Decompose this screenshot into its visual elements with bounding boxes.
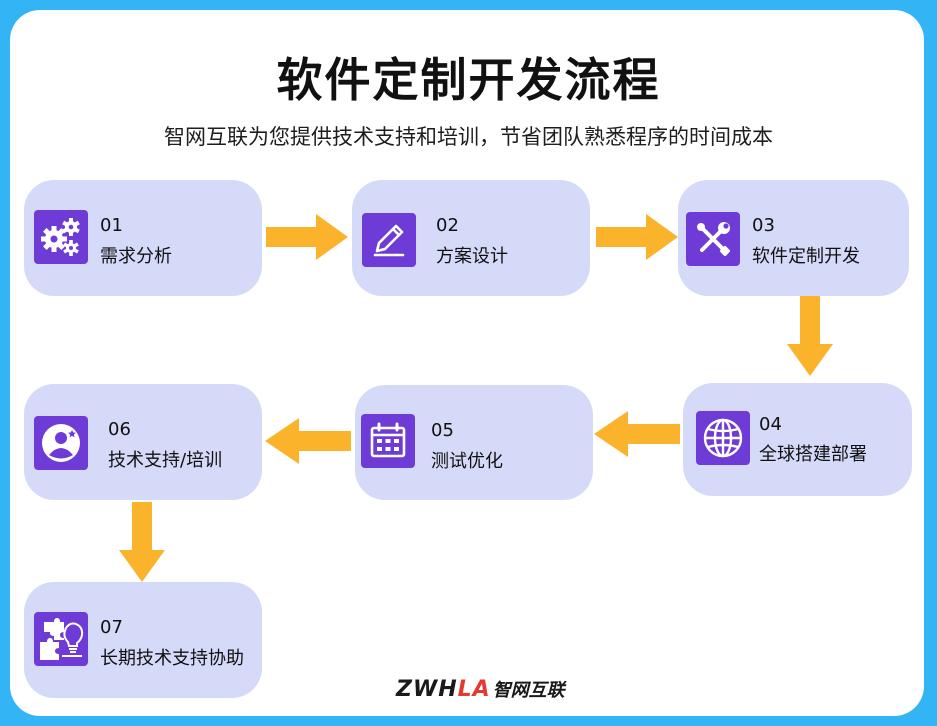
globe-icon — [696, 411, 750, 465]
step-07: 07 长期技术支持协助 — [24, 582, 262, 698]
step-01: 01 需求分析 — [24, 180, 262, 296]
arrow-left-04-05 — [594, 411, 680, 457]
logo-mark: ZWHLA — [396, 676, 491, 702]
logo-text: 智网互联 — [492, 680, 565, 701]
step-number: 05 — [431, 420, 454, 441]
step-number: 04 — [759, 414, 782, 435]
pencil-icon — [362, 213, 416, 267]
step-03: 03 软件定制开发 — [678, 180, 909, 296]
step-04: 04 全球搭建部署 — [683, 383, 912, 496]
step-label: 技术支持/培训 — [108, 450, 223, 471]
step-label: 需求分析 — [100, 246, 172, 267]
step-label: 测试优化 — [431, 451, 503, 472]
step-02: 02 方案设计 — [352, 180, 590, 296]
step-number: 06 — [108, 419, 131, 440]
arrow-left-05-06 — [265, 418, 351, 464]
step-number: 02 — [436, 215, 459, 236]
arrow-right-01-02 — [266, 214, 348, 260]
step-number: 01 — [100, 215, 123, 236]
step-05: 05 测试优化 — [355, 385, 593, 500]
gears-icon — [34, 210, 88, 264]
tools-icon — [686, 212, 740, 266]
puzzle-bulb-icon — [34, 612, 88, 666]
arrow-down-03-04 — [787, 296, 833, 376]
arrow-down-06-07 — [119, 502, 165, 582]
page-title: 软件定制开发流程 — [276, 53, 661, 107]
step-06: 06 技术支持/培训 — [24, 384, 262, 500]
step-label: 全球搭建部署 — [759, 444, 867, 465]
step-label: 方案设计 — [436, 246, 508, 267]
step-number: 03 — [752, 215, 775, 236]
arrow-right-02-03 — [596, 214, 678, 260]
user-icon — [34, 416, 88, 470]
page-subtitle: 智网互联为您提供技术支持和培训，节省团队熟悉程序的时间成本 — [164, 125, 773, 149]
step-label: 长期技术支持协助 — [100, 648, 244, 669]
calendar-icon — [361, 414, 415, 468]
step-label: 软件定制开发 — [752, 246, 860, 267]
step-number: 07 — [100, 617, 123, 638]
